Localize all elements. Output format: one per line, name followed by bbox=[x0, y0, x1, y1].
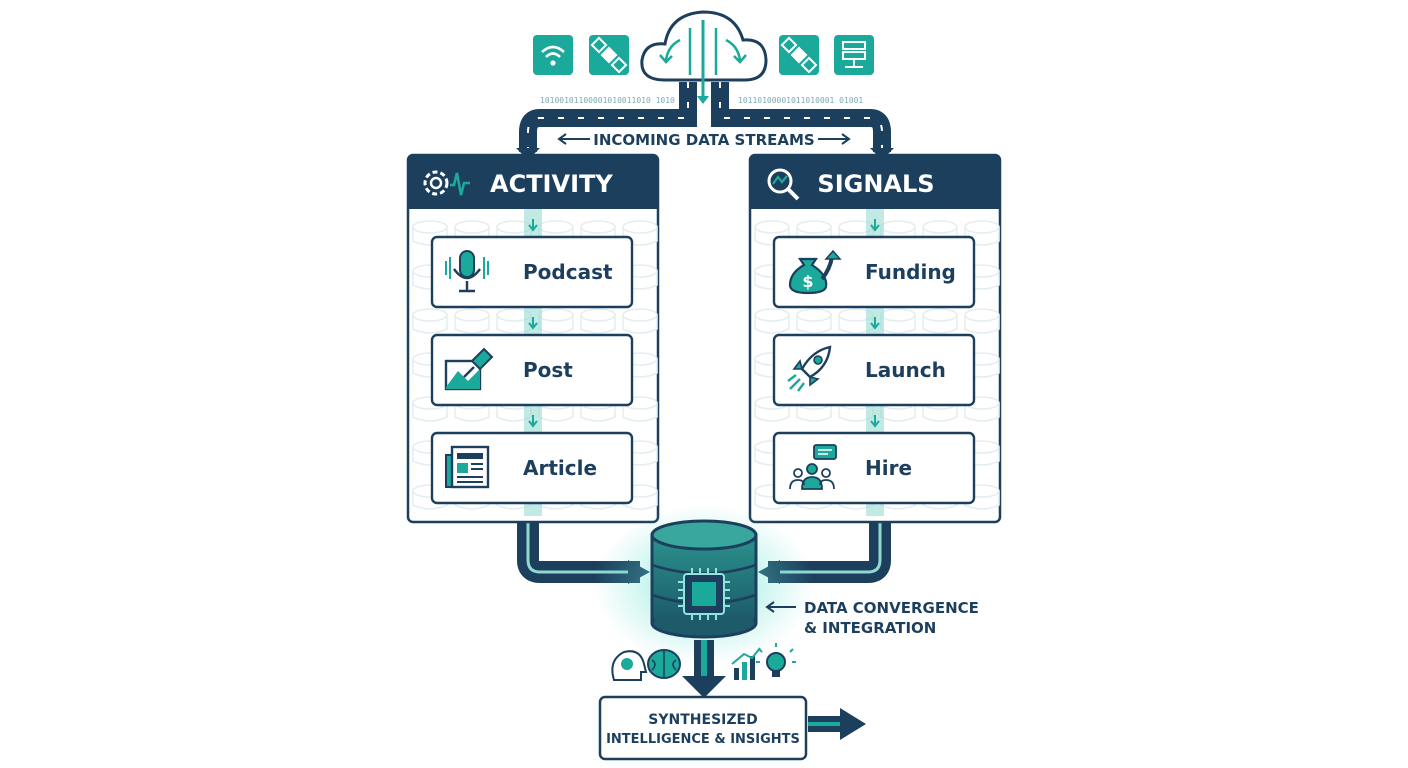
flow-arrow bbox=[870, 415, 880, 428]
activity-item-article: Article bbox=[430, 431, 634, 505]
streams-text: INCOMING DATA STREAMS bbox=[593, 131, 814, 149]
svg-text:$: $ bbox=[802, 272, 813, 291]
signals-item-label: Hire bbox=[865, 456, 912, 480]
head-brain-icon bbox=[611, 650, 648, 681]
newspaper-icon bbox=[445, 445, 490, 489]
binary-stream-right: 10110100001011010001 01001 bbox=[738, 96, 863, 105]
activity-item-podcast: Podcast bbox=[430, 235, 634, 309]
lightbulb-icon bbox=[756, 643, 796, 677]
activity-item-label: Article bbox=[523, 456, 597, 480]
incoming-streams-label: INCOMING DATA STREAMS bbox=[557, 128, 851, 150]
convergence-line1: DATA CONVERGENCE bbox=[804, 599, 979, 617]
microphone-icon bbox=[445, 250, 489, 293]
flow-arrow bbox=[870, 317, 880, 330]
output-arrow bbox=[682, 640, 726, 698]
signals-panel-header bbox=[750, 155, 1000, 209]
signals-item-launch: Launch bbox=[772, 333, 976, 407]
activity-item-label: Post bbox=[523, 358, 573, 382]
activity-item-post: Post bbox=[430, 333, 634, 407]
chip-icon bbox=[678, 568, 730, 620]
signals-item-hire: Hire bbox=[772, 431, 976, 505]
activity-item-label: Podcast bbox=[523, 260, 613, 284]
flow-arrow bbox=[528, 415, 538, 428]
team-icon bbox=[789, 444, 837, 490]
signals-search-icon bbox=[767, 168, 800, 201]
flow-arrow bbox=[870, 219, 880, 232]
output-box: SYNTHESIZED INTELLIGENCE & INSIGHTS bbox=[598, 695, 808, 761]
signals-title: SIGNALS bbox=[817, 170, 934, 198]
binary-stream-left: 10100101100001010011010 1010 bbox=[540, 96, 675, 105]
wifi-icon bbox=[533, 35, 573, 75]
cloud-icon bbox=[640, 10, 768, 104]
rocket-icon bbox=[787, 345, 832, 392]
brain-icon bbox=[647, 649, 681, 679]
convergence-line2: & INTEGRATION bbox=[804, 619, 936, 637]
convergence-label: DATA CONVERGENCE & INTEGRATION bbox=[765, 599, 979, 637]
database-core bbox=[594, 505, 814, 665]
money-bag-icon: $ bbox=[788, 249, 842, 295]
output-forward-arrow bbox=[808, 708, 866, 740]
bar-chart-icon bbox=[731, 647, 761, 680]
output-line2: INTELLIGENCE & INSIGHTS bbox=[606, 732, 800, 747]
image-pin-icon bbox=[444, 347, 494, 391]
activity-gear-icon bbox=[423, 170, 470, 196]
activity-title: ACTIVITY bbox=[490, 170, 613, 198]
signals-item-funding: $ Funding bbox=[772, 235, 976, 309]
satellite-icon bbox=[589, 35, 629, 75]
flow-arrow bbox=[528, 219, 538, 232]
flow-arrow bbox=[528, 317, 538, 330]
satellite-icon-right bbox=[779, 35, 819, 75]
signals-item-label: Funding bbox=[865, 260, 956, 284]
activity-panel-header bbox=[408, 155, 658, 209]
signals-item-label: Launch bbox=[865, 358, 946, 382]
server-icon bbox=[834, 35, 874, 75]
output-line1: SYNTHESIZED bbox=[648, 712, 757, 728]
